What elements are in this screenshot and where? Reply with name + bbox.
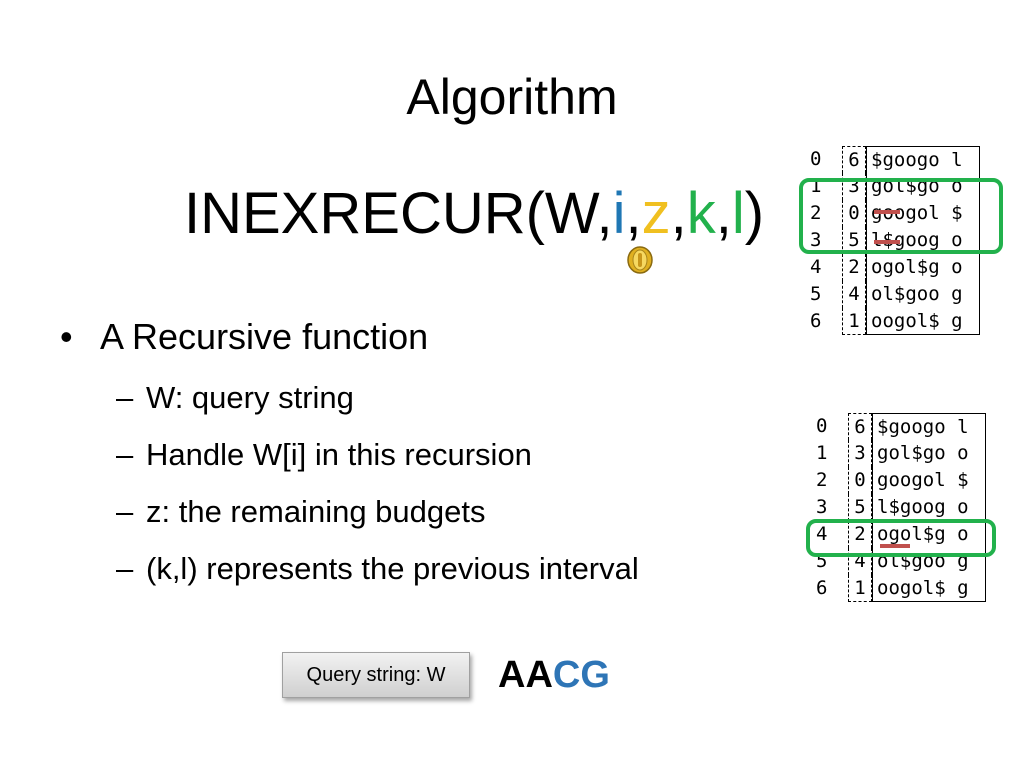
suffix-array-value: 5 [848, 494, 872, 521]
suffix-array-value: 0 [848, 467, 872, 494]
row-index: 2 [810, 202, 822, 224]
table-row: 6 1 oogol$ g [812, 575, 986, 602]
table-row: 3 5 l$goog o [806, 227, 980, 254]
formula-comma: , [715, 181, 732, 246]
match-mark [874, 240, 900, 244]
suffix-array-value: 4 [848, 548, 872, 575]
sub-bullet-text: W: query string [146, 380, 354, 415]
query-string-button[interactable]: Query string: W [282, 652, 470, 698]
bullet-dot: • [60, 316, 73, 357]
dash: – [116, 494, 134, 529]
row-index: 1 [810, 175, 822, 197]
suffix-array-value: 4 [842, 281, 866, 308]
rotation-string: $googo l [872, 413, 986, 440]
suffix-array-value: 5 [842, 227, 866, 254]
table-row: 1 3 gol$go o [812, 440, 986, 467]
table-row: 2 0 googol $ [812, 467, 986, 494]
suffix-array-value: 0 [842, 200, 866, 227]
row-index: 3 [816, 496, 828, 518]
row-index: 2 [816, 469, 828, 491]
formula-close: ) [744, 181, 765, 246]
row-index: 5 [810, 283, 822, 305]
rotation-string: oogol$ g [872, 575, 986, 602]
table-row: 3 5 l$goog o [812, 494, 986, 521]
table-row: 0 6 $googo l [812, 413, 986, 440]
match-mark [874, 210, 900, 214]
interval-highlight-top [799, 178, 1003, 254]
table-row: 4 2 ogol$g o [812, 521, 986, 548]
sub-bullet: –(k,l) represents the previous interval [116, 549, 639, 589]
suffix-array-value: 1 [848, 575, 872, 602]
formula-arg-k: k [686, 181, 716, 246]
match-mark [880, 544, 910, 548]
formula-comma: , [625, 181, 642, 246]
slide-title: Algorithm [406, 69, 618, 125]
rotation-string: l$goog o [872, 494, 986, 521]
rotation-string: gol$go o [872, 440, 986, 467]
query-string-value: AACG [498, 650, 610, 700]
bullet-main-text: A Recursive function [100, 316, 429, 357]
sub-bullet: –Handle W[i] in this recursion [116, 435, 532, 475]
formula-comma: , [596, 181, 613, 246]
suffix-array-value: 3 [842, 173, 866, 200]
formula: INEXRECUR(W,i,z,k,l) [184, 178, 764, 250]
rotation-string: googol $ [866, 200, 980, 227]
bwt-table-bottom: 0 6 $googo l 1 3 gol$go o 2 0 googol $ 3… [812, 413, 986, 602]
table-row: 6 1 oogol$ g [806, 308, 980, 335]
suffix-array-value: 2 [842, 254, 866, 281]
rotation-string: l$goog o [866, 227, 980, 254]
dash: – [116, 551, 134, 586]
row-index: 5 [816, 550, 828, 572]
row-index: 6 [816, 577, 828, 599]
row-index: 0 [810, 148, 822, 170]
interval-highlight-bottom [806, 519, 996, 557]
row-index: 3 [810, 229, 822, 251]
formula-arg-w: W [544, 181, 597, 246]
row-index: 6 [810, 310, 822, 332]
formula-name: INEXRECUR( [184, 181, 545, 246]
rotation-string: ogol$g o [872, 521, 986, 548]
query-value-suffix: CG [552, 654, 610, 696]
table-row: 5 4 ol$goo g [806, 281, 980, 308]
table-row: 2 0 googol $ [806, 200, 980, 227]
suffix-array-value: 2 [848, 521, 872, 548]
sub-bullet-text: Handle W[i] in this recursion [146, 437, 532, 472]
rotation-string: $googo l [866, 146, 980, 173]
rotation-string: googol $ [872, 467, 986, 494]
table-row: 0 6 $googo l [806, 146, 980, 173]
formula-comma: , [670, 181, 687, 246]
coin-icon [627, 246, 653, 274]
sub-bullet-text: z: the remaining budgets [146, 494, 486, 529]
formula-arg-i: i [612, 181, 626, 246]
formula-arg-z: z [641, 181, 671, 246]
query-value-prefix: AA [498, 654, 553, 696]
suffix-array-value: 6 [842, 146, 866, 173]
dash: – [116, 437, 134, 472]
table-row: 4 2 ogol$g o [806, 254, 980, 281]
row-index: 1 [816, 442, 828, 464]
sub-bullet-text: (k,l) represents the previous interval [146, 551, 639, 586]
bullet-main: • A Recursive function [60, 314, 428, 360]
suffix-array-value: 6 [848, 413, 872, 440]
formula-arg-l: l [731, 181, 745, 246]
sub-bullet: –W: query string [116, 378, 354, 418]
row-index: 4 [810, 256, 822, 278]
suffix-array-value: 3 [848, 440, 872, 467]
rotation-string: ogol$g o [866, 254, 980, 281]
suffix-array-value: 1 [842, 308, 866, 335]
dash: – [116, 380, 134, 415]
row-index: 4 [816, 523, 828, 545]
row-index: 0 [816, 415, 828, 437]
rotation-string: ol$goo g [866, 281, 980, 308]
rotation-string: oogol$ g [866, 308, 980, 335]
sub-bullet: –z: the remaining budgets [116, 492, 486, 532]
